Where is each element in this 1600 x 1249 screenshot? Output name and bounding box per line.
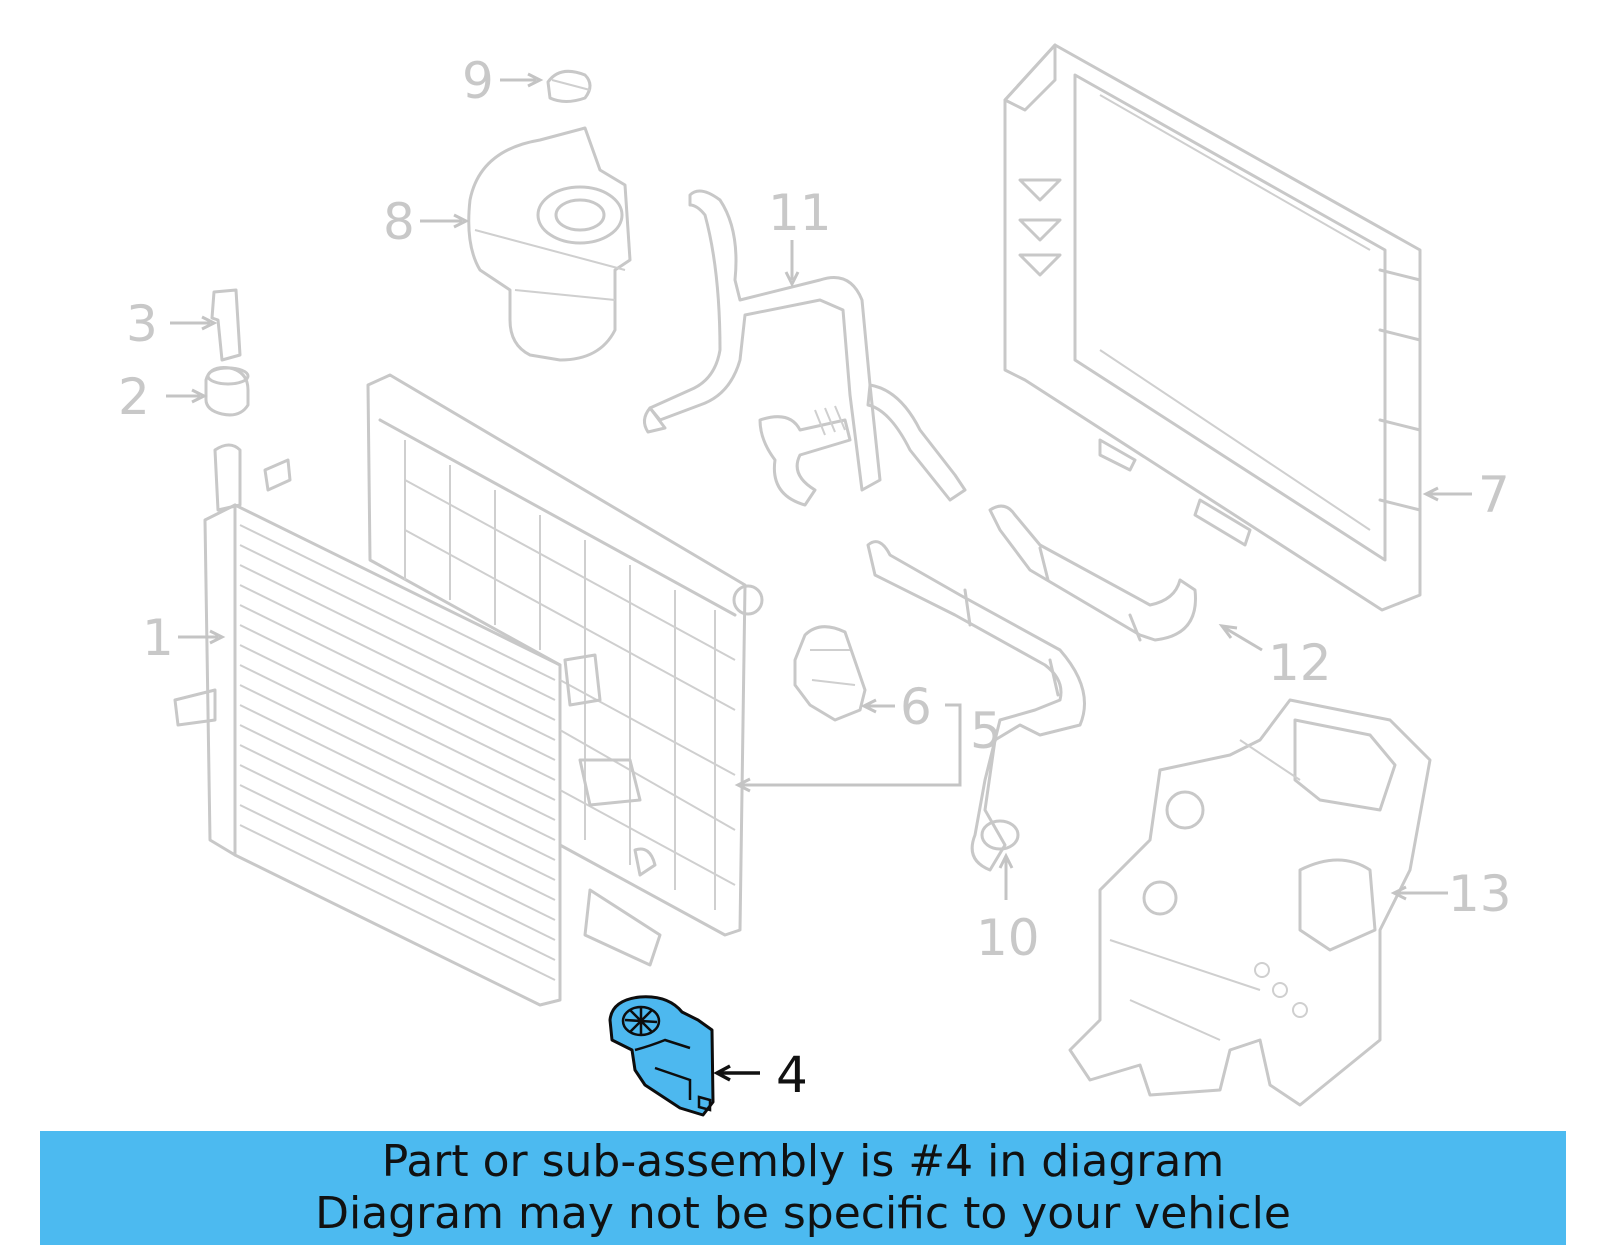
part-3-clip <box>210 288 242 362</box>
part-7-radiator-support <box>1003 43 1422 612</box>
callout-4[interactable]: 4 <box>776 1046 808 1104</box>
banner-line-2: Diagram may not be specific to your vehi… <box>315 1188 1291 1239</box>
callout-5: 5 <box>970 702 1002 760</box>
part-1-condenser <box>173 443 562 1007</box>
part-8-expansion-tank <box>467 126 632 362</box>
callout-13: 13 <box>1448 865 1512 923</box>
callout-10: 10 <box>976 909 1040 967</box>
callout-7: 7 <box>1478 466 1510 524</box>
callout-6: 6 <box>900 678 932 736</box>
callout-9: 9 <box>462 52 494 110</box>
callout-labels: 1 2 3 4 5 6 7 8 9 10 11 12 13 <box>118 52 1512 1104</box>
callout-12: 12 <box>1268 634 1332 692</box>
callout-11: 11 <box>768 184 832 242</box>
part-5-radiator <box>366 373 764 967</box>
part-2-bushing <box>204 366 250 417</box>
leader-lines <box>166 72 1472 1082</box>
part-9-tank-cap <box>546 69 592 103</box>
callout-1: 1 <box>142 609 174 667</box>
part-10-hose <box>866 540 1086 872</box>
part-13-pump-bracket <box>1068 698 1432 1107</box>
part-6-bracket <box>793 625 867 722</box>
callout-8: 8 <box>383 193 415 251</box>
banner-line-1: Part or sub-assembly is #4 in diagram <box>381 1136 1225 1187</box>
info-banner: Part or sub-assembly is #4 in diagram Di… <box>40 1131 1566 1245</box>
part-11-hose-assembly <box>643 189 967 507</box>
callout-3: 3 <box>126 295 158 353</box>
callout-2: 2 <box>118 368 150 426</box>
part-4-mounting-bracket-highlight[interactable] <box>608 995 715 1117</box>
part-12-hose <box>988 504 1197 642</box>
